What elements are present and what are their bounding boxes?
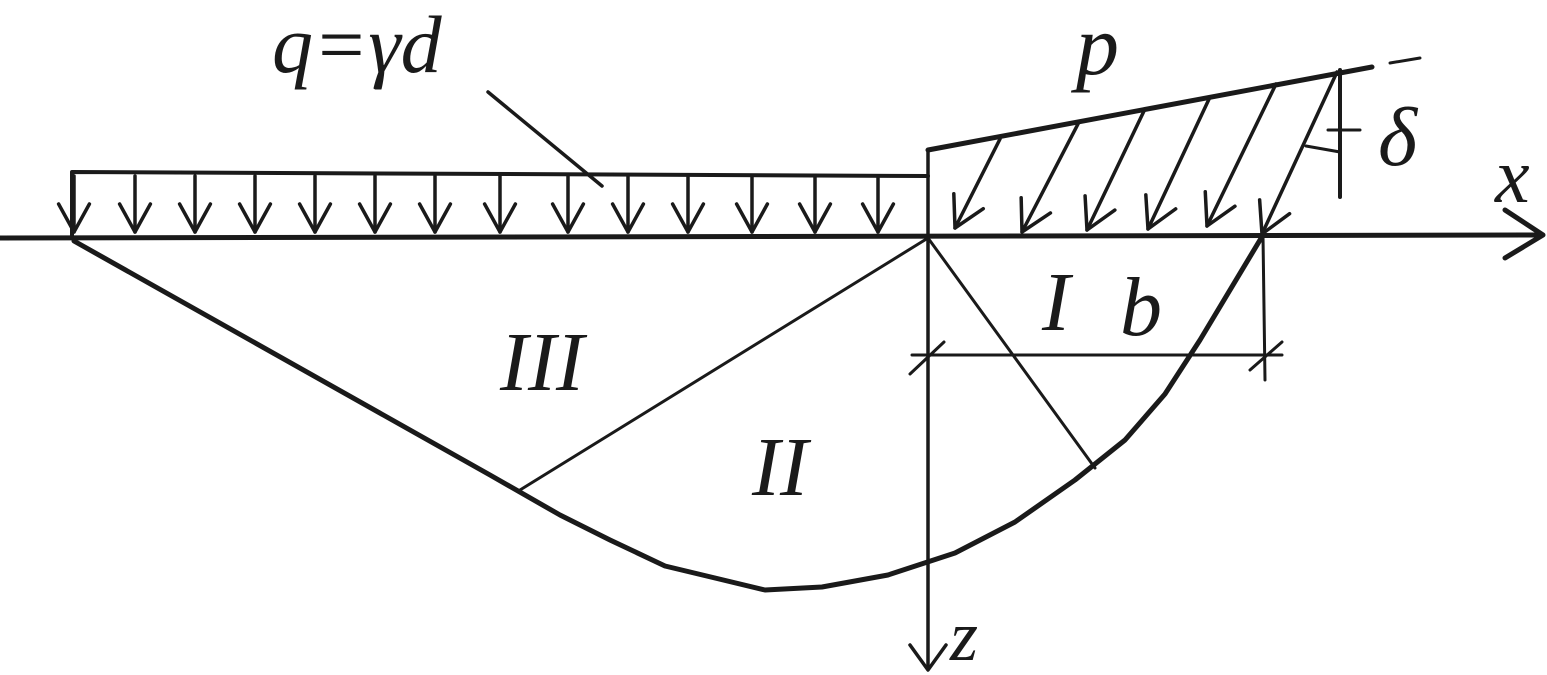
x-axis — [0, 207, 1546, 261]
zone-boundaries — [518, 236, 1097, 492]
inclined-load-arrow — [1019, 122, 1080, 234]
surcharge-leader-line — [486, 90, 604, 188]
inclined-load-arrow — [1144, 95, 1212, 231]
surcharge-arrow — [117, 174, 153, 234]
z-axis-label: z — [949, 596, 978, 675]
surcharge-arrow — [417, 174, 453, 234]
inclined-load — [925, 64, 1375, 236]
z-axis — [908, 148, 948, 672]
surcharge-arrow — [670, 174, 706, 234]
angle-marker — [1304, 56, 1422, 199]
zone-3-label: III — [499, 316, 588, 409]
surcharge-arrow — [797, 174, 833, 234]
surcharge-arrow — [610, 174, 646, 234]
surcharge-arrow — [237, 174, 273, 234]
surcharge-arrow — [357, 174, 393, 234]
width-label: b — [1120, 261, 1162, 354]
inclined-load-arrow — [1203, 82, 1278, 228]
angle-label: δ — [1378, 91, 1419, 184]
load-label: p — [1070, 0, 1119, 93]
zone-2-label: II — [751, 421, 812, 514]
surcharge-arrow — [734, 174, 770, 234]
surcharge-arrow — [550, 174, 586, 234]
inclined-load-arrow — [1083, 109, 1146, 232]
surcharge-load — [56, 170, 930, 238]
surcharge-arrow — [297, 174, 333, 234]
surcharge-arrow — [56, 174, 92, 234]
failure-surface — [71, 232, 1266, 593]
x-axis-label: x — [1494, 132, 1530, 219]
inclined-load-arrow — [952, 137, 1002, 230]
surcharge-arrow — [177, 174, 213, 234]
surcharge-arrow — [860, 174, 896, 234]
surcharge-arrow — [482, 174, 518, 234]
width-dimension — [908, 234, 1284, 382]
surcharge-label: q=γd — [272, 0, 443, 90]
zone-1-label: I — [1041, 256, 1074, 349]
